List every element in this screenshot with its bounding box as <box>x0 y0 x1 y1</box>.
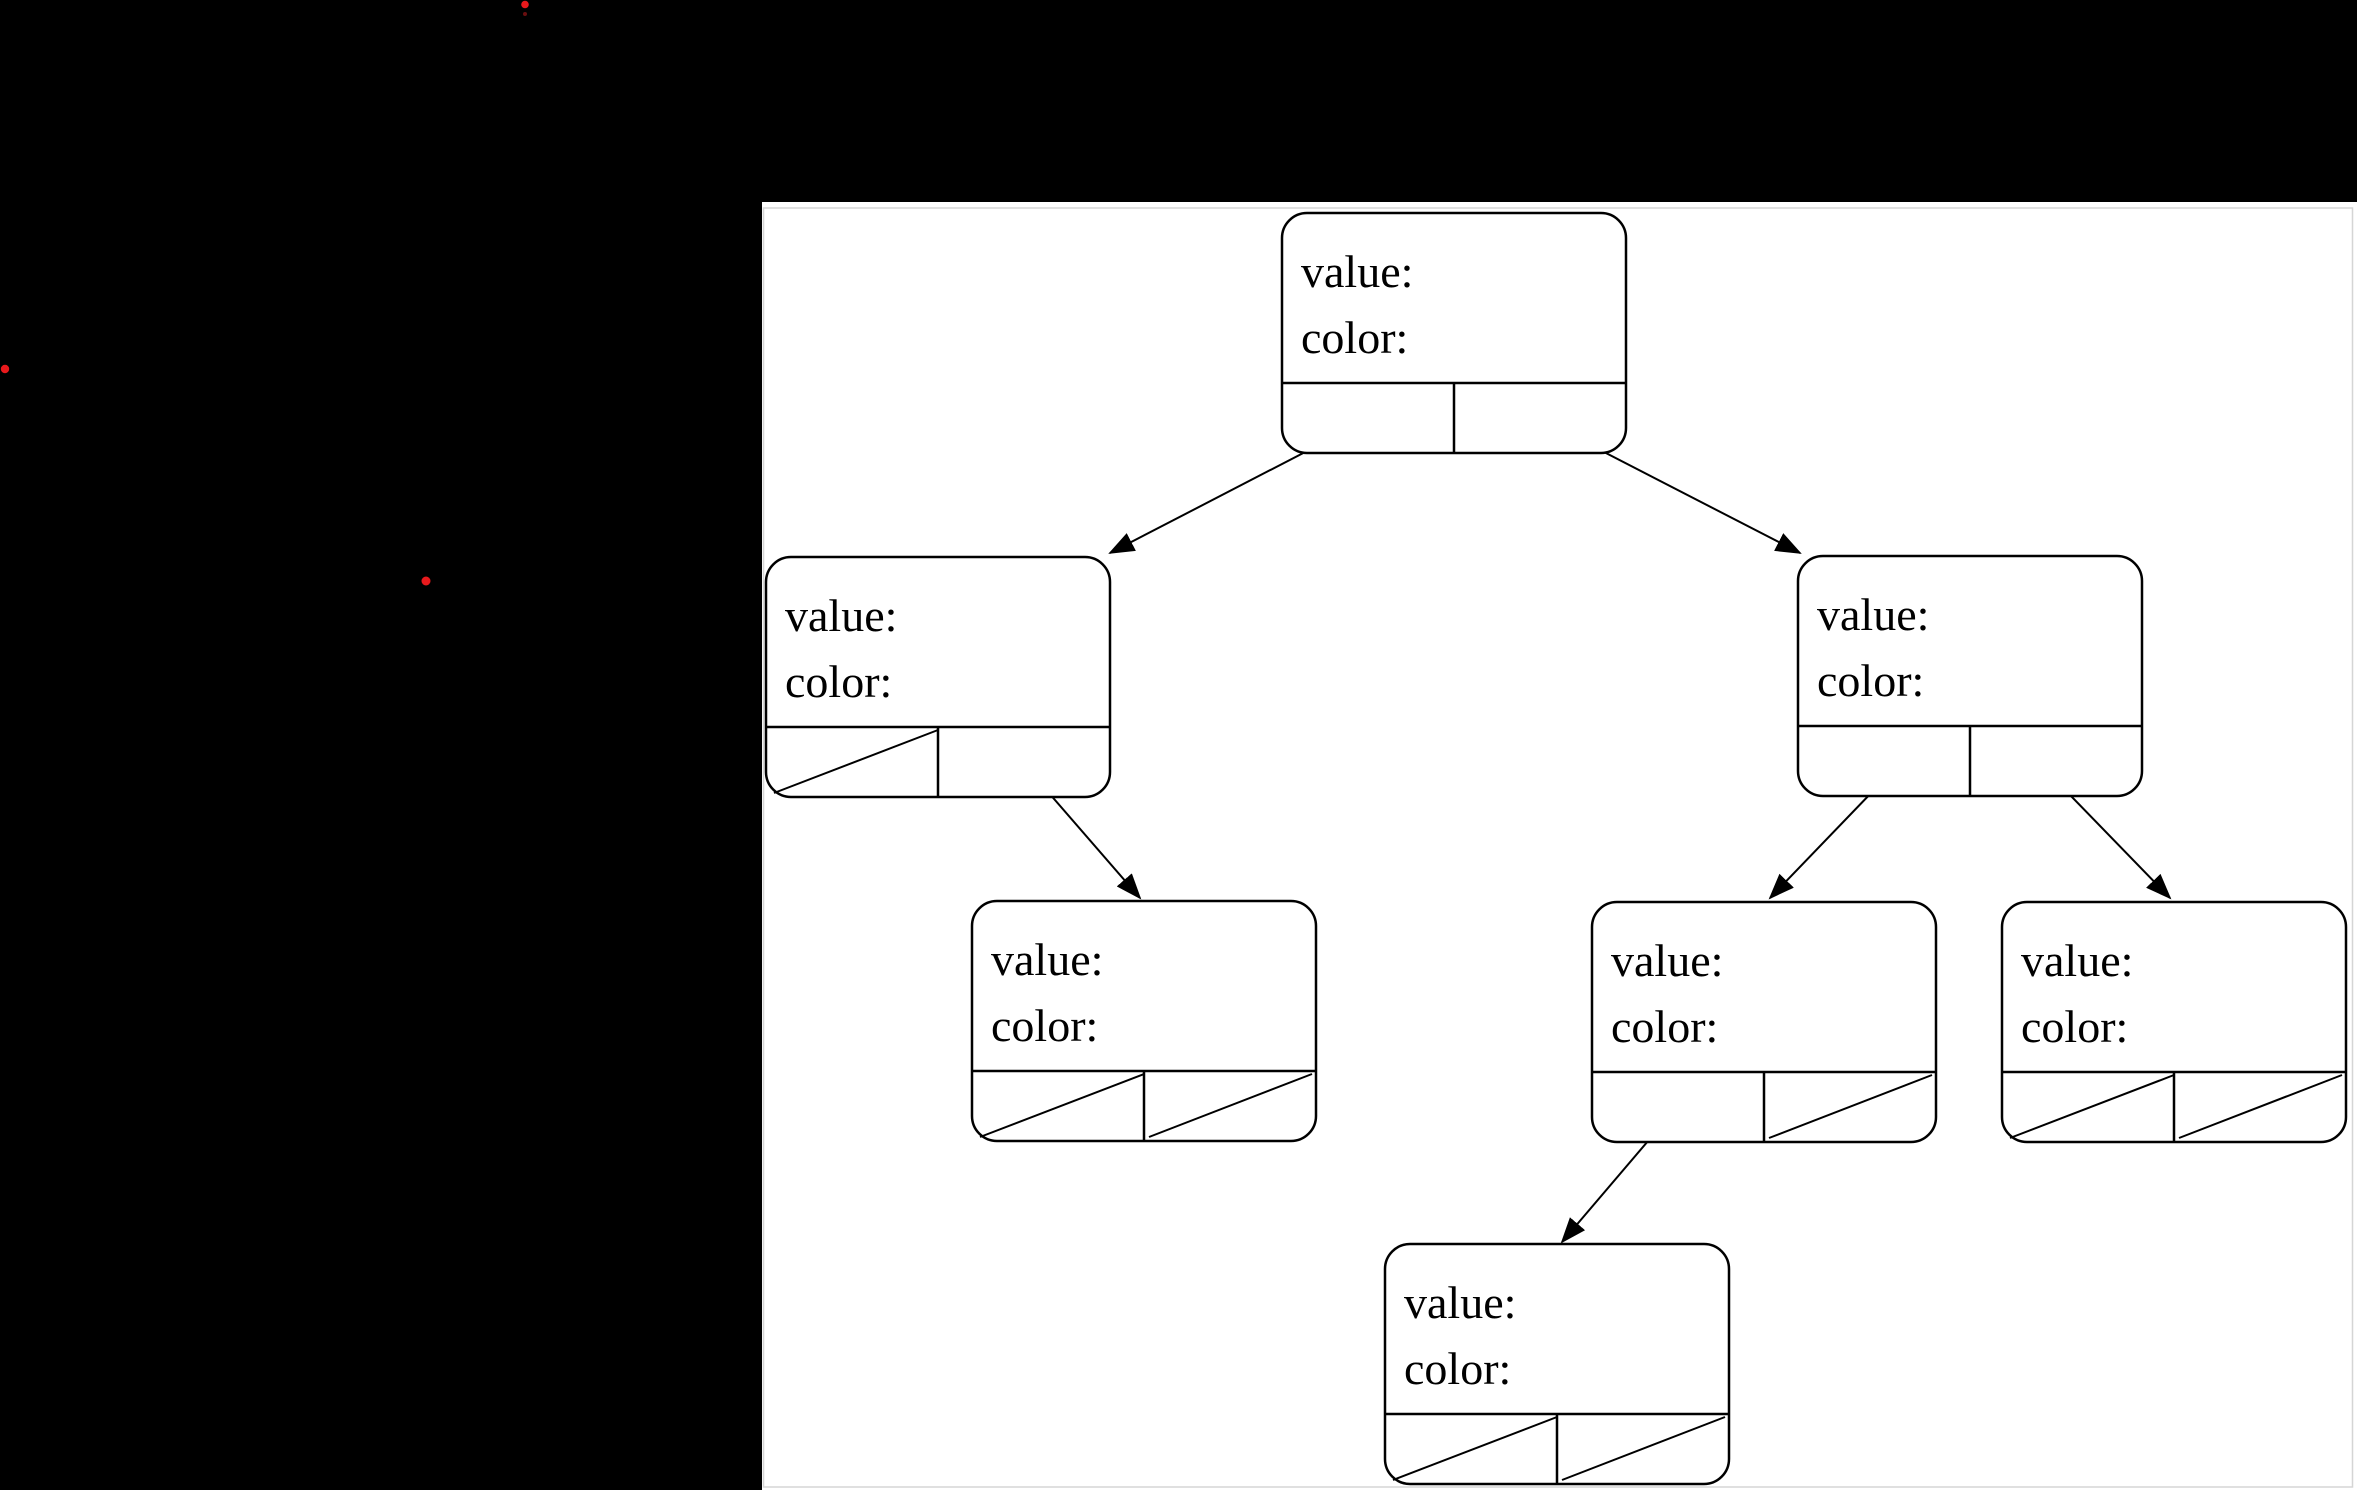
value-label: value: <box>1817 589 1929 640</box>
value-label: value: <box>1611 935 1723 986</box>
color-label: color: <box>991 1000 1098 1051</box>
color-label: color: <box>2021 1001 2128 1052</box>
null-slash-left <box>979 1073 1145 1138</box>
null-slash-right <box>2178 1074 2343 1139</box>
value-label: value: <box>991 934 1103 985</box>
null-slash-right <box>1148 1073 1313 1138</box>
color-label: color: <box>785 656 892 707</box>
tree-node-right-right-grandchild: value: color: <box>2000 900 2348 1144</box>
value-label: value: <box>1404 1277 1516 1328</box>
red-dot-left <box>0 364 10 374</box>
tree-node-root: value: color: <box>1280 211 1628 455</box>
tree-node-right-child: value: color: <box>1796 554 2144 798</box>
null-slash-left <box>773 729 939 794</box>
tree-node-right-left-grandchild: value: color: <box>1590 900 1938 1144</box>
red-dot-middle <box>421 576 431 586</box>
diagram-window-border <box>762 207 2354 1488</box>
value-label: value: <box>2021 935 2133 986</box>
red-dot-top <box>521 0 529 9</box>
color-label: color: <box>1404 1343 1511 1394</box>
null-slash-right <box>1768 1074 1933 1139</box>
color-label: color: <box>1301 312 1408 363</box>
color-label: color: <box>1817 655 1924 706</box>
color-label: color: <box>1611 1001 1718 1052</box>
red-dot-top-faint <box>523 12 527 16</box>
null-slash-left <box>2009 1074 2175 1139</box>
null-slash-left <box>1392 1416 1558 1481</box>
null-slash-right <box>1561 1416 1726 1481</box>
value-label: value: <box>1301 246 1413 297</box>
value-label: value: <box>785 590 897 641</box>
tree-node-bottom-leaf: value: color: <box>1383 1242 1731 1486</box>
tree-node-left-child: value: color: <box>764 555 1112 799</box>
tree-node-left-right-grandchild: value: color: <box>970 899 1318 1143</box>
